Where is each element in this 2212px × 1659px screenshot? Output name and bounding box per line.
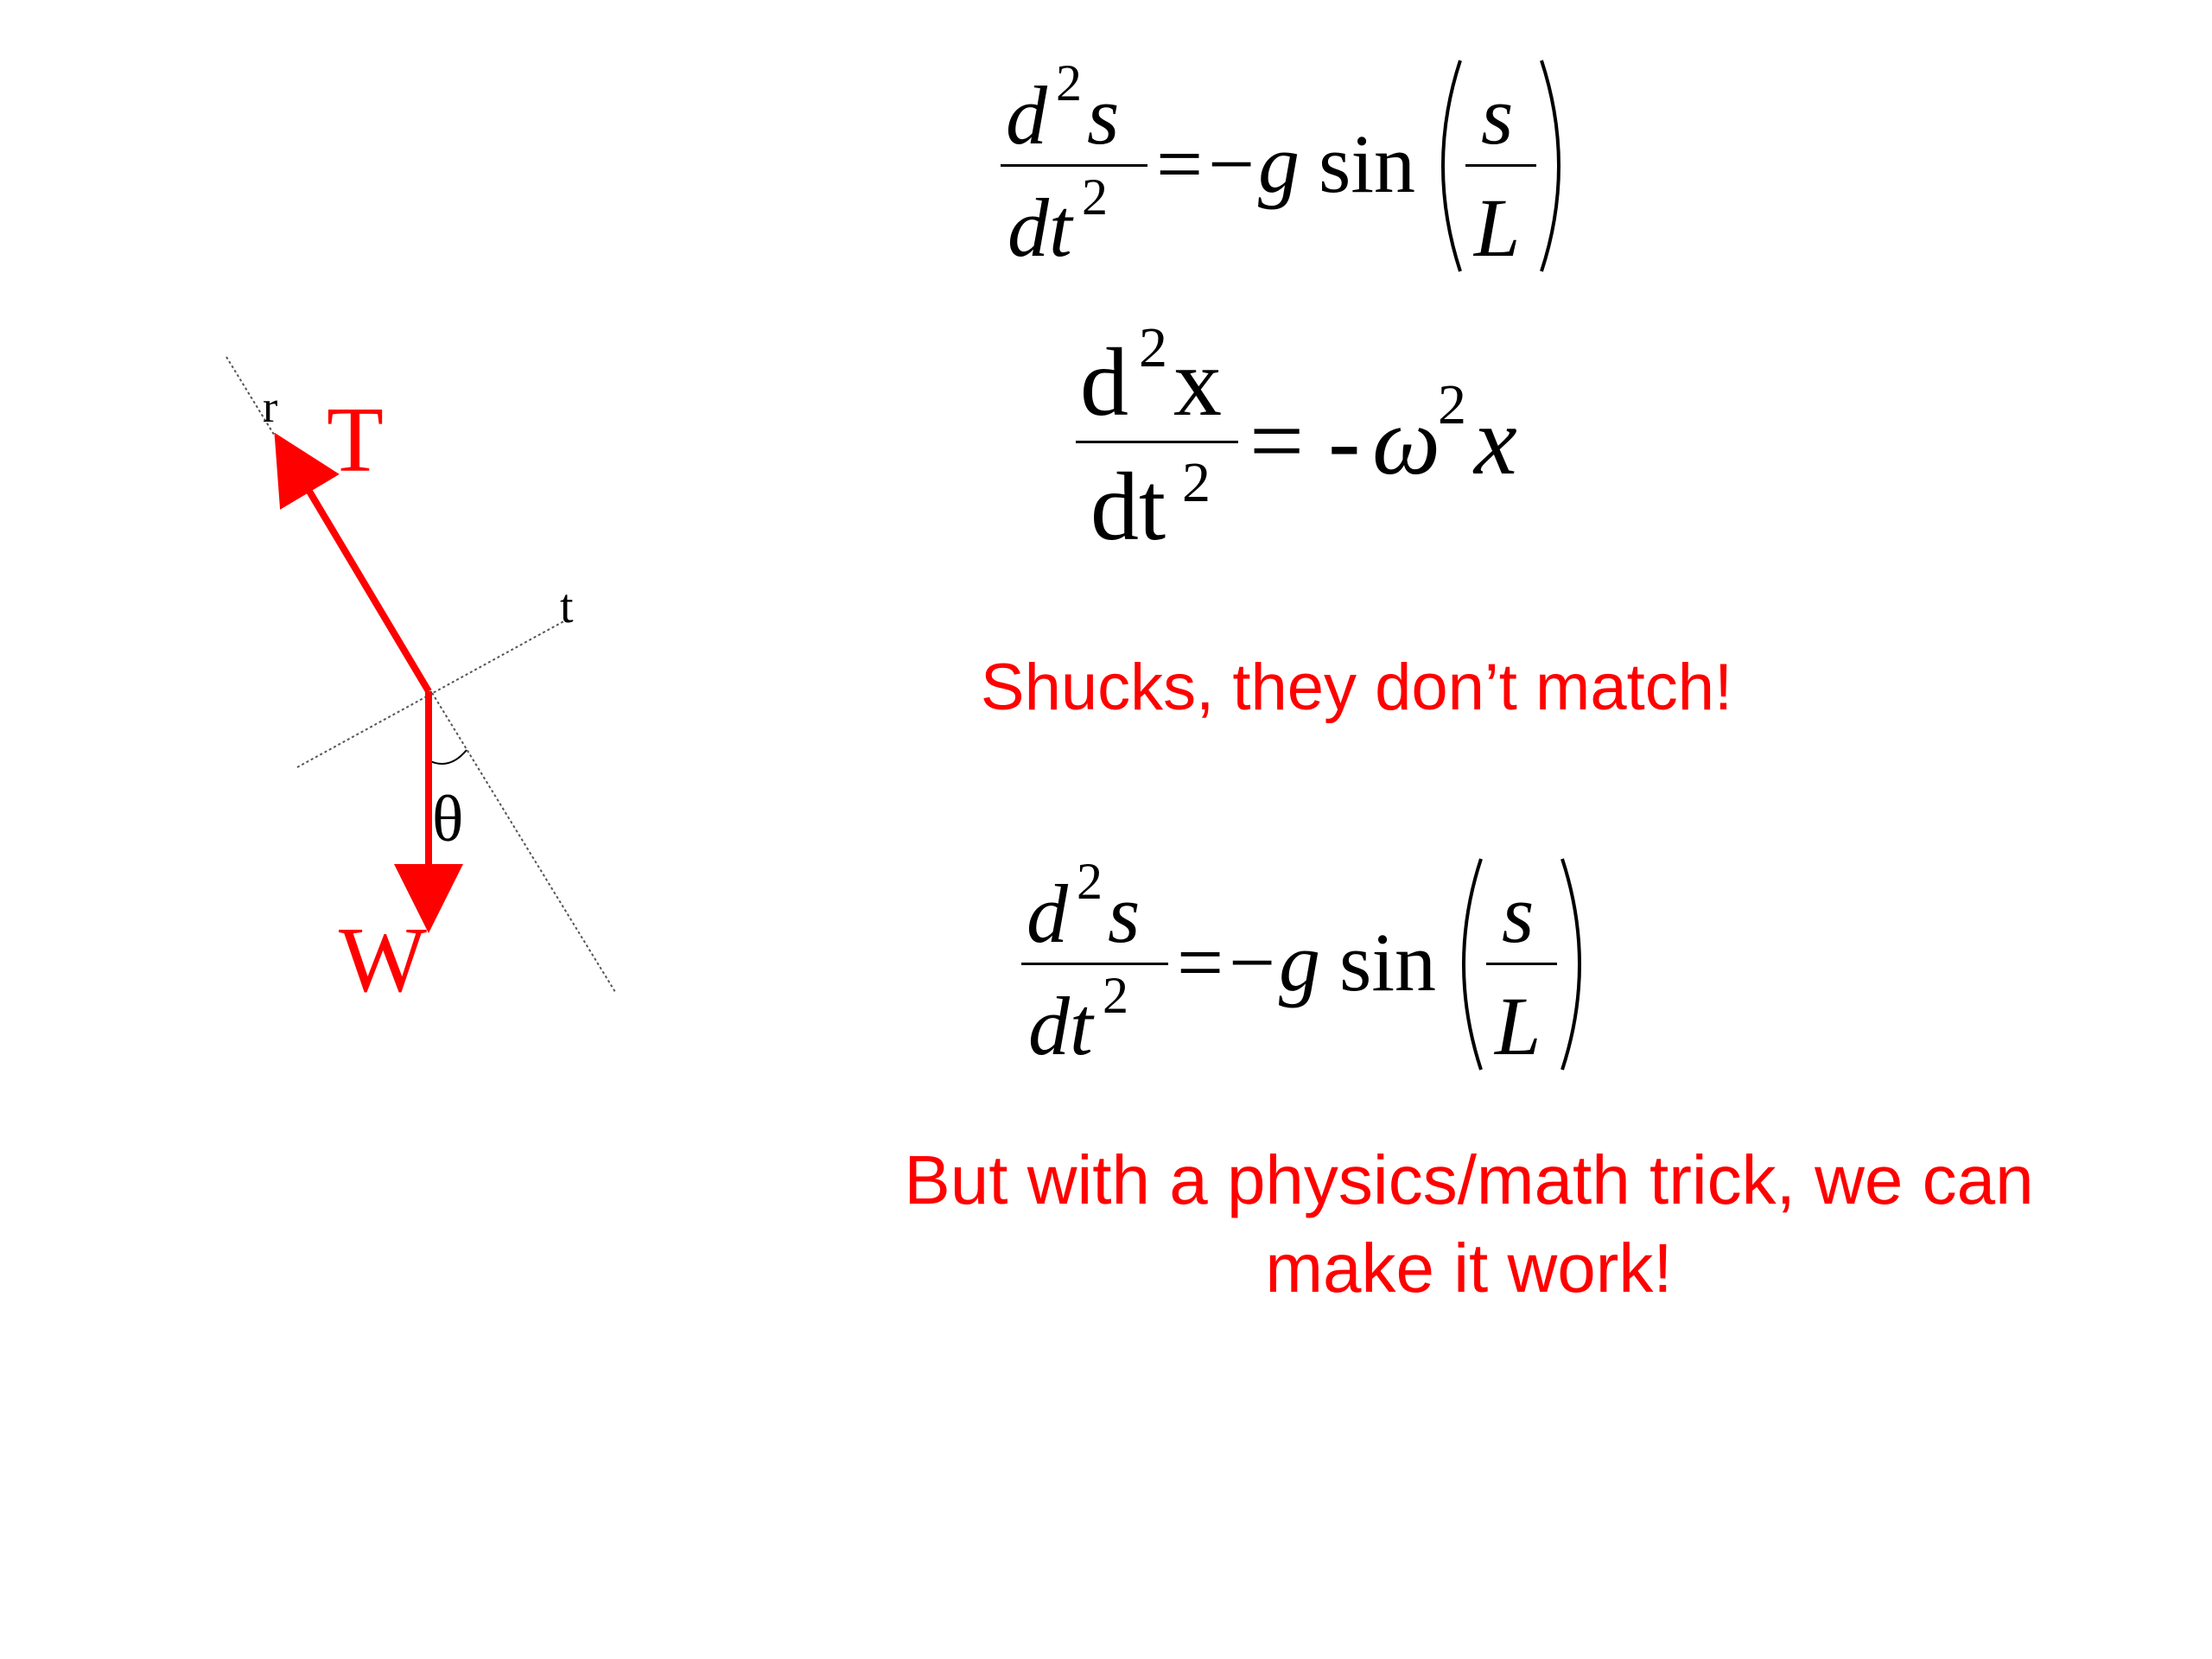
eq2-x: x <box>1474 388 1517 495</box>
eq1-inner-bar <box>1465 164 1536 167</box>
eq3-den-dt: dt <box>1028 980 1093 1072</box>
angle-arc <box>428 749 467 765</box>
eq1-g: g <box>1258 118 1300 210</box>
angle-label: θ <box>432 783 463 855</box>
eq3-num-d: d <box>1027 868 1068 960</box>
eq2-num-exp: 2 <box>1139 316 1167 379</box>
eq2-num-x: x <box>1173 329 1222 436</box>
caption-trick-line2: make it work! <box>1265 1230 1673 1306</box>
eq3-num-s: s <box>1108 868 1141 960</box>
weight-label: W <box>339 909 427 1012</box>
eq1-den-exp: 2 <box>1082 168 1108 226</box>
eq3-inner-s: s <box>1502 868 1535 960</box>
eq1-num-exp: 2 <box>1056 54 1082 111</box>
eq1-num-s: s <box>1087 69 1120 162</box>
eq3-sin: sin <box>1339 916 1437 1008</box>
equation-pendulum-top: d 2 s dt 2 = − g sin s L <box>985 52 1590 276</box>
eq1-right-paren <box>1540 60 1560 272</box>
eq1-inner-L: L <box>1474 181 1521 274</box>
caption-mismatch: Shucks, they don’t match! <box>980 651 1733 724</box>
eq1-left-paren <box>1441 60 1462 272</box>
caption-trick: But with a physics/math trick, we can ma… <box>830 1136 2108 1313</box>
caption-trick-line1: But with a physics/math trick, we can <box>904 1141 2034 1218</box>
eq1-equals: = <box>1156 118 1204 210</box>
equation-sho: d 2 x dt 2 = - ω 2 x <box>1071 307 1590 566</box>
eq1-fraction-bar <box>1001 164 1147 167</box>
eq1-inner-s: s <box>1481 69 1514 162</box>
eq3-right-paren <box>1560 858 1581 1071</box>
eq2-rhs: = - <box>1249 388 1361 495</box>
eq2-num-d: d <box>1080 329 1128 436</box>
eq2-omega-exp: 2 <box>1438 373 1466 436</box>
eq1-minus: − <box>1208 118 1255 210</box>
tension-label: T <box>327 389 384 492</box>
radial-axis-label: r <box>263 383 277 432</box>
eq2-omega: ω <box>1372 388 1441 495</box>
eq1-sin: sin <box>1319 118 1416 210</box>
eq3-fraction-bar <box>1021 963 1168 965</box>
eq3-g: g <box>1279 916 1320 1008</box>
eq3-left-paren <box>1462 858 1483 1071</box>
eq2-den-exp: 2 <box>1182 451 1211 514</box>
eq3-equals: = <box>1177 916 1224 1008</box>
eq3-inner-bar <box>1486 963 1557 965</box>
eq3-num-exp: 2 <box>1077 853 1103 910</box>
equation-pendulum-bottom: d 2 s dt 2 = − g sin s L <box>1006 850 1611 1075</box>
eq3-den-exp: 2 <box>1103 967 1128 1024</box>
eq1-den-dt: dt <box>1007 181 1072 274</box>
eq1-num-d: d <box>1006 69 1047 162</box>
eq3-inner-L: L <box>1495 980 1541 1072</box>
eq2-den-dt: dt <box>1090 454 1166 561</box>
tangential-axis-label: t <box>560 580 574 633</box>
tension-vector <box>274 432 432 694</box>
eq2-fraction-bar <box>1076 441 1238 443</box>
eq3-minus: − <box>1229 916 1276 1008</box>
